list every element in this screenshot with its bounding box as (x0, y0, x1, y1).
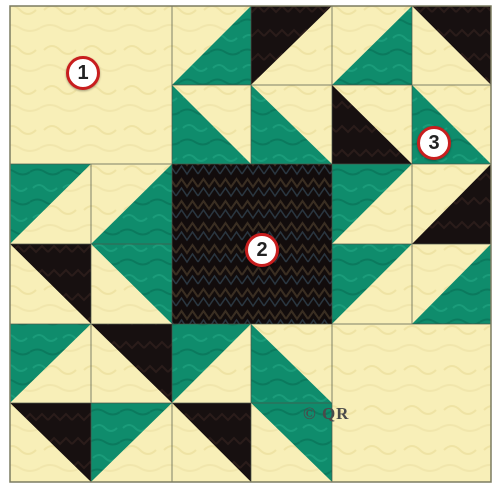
tri (10, 164, 91, 244)
tri (10, 324, 91, 403)
tri (172, 324, 251, 403)
tri (332, 85, 412, 164)
tri (251, 85, 332, 164)
watermark-text: © QR (303, 404, 350, 423)
badge-1: 1 (66, 56, 100, 90)
tri (332, 164, 412, 244)
tri (412, 164, 491, 244)
tri (91, 244, 172, 324)
tri (412, 244, 491, 324)
tri (412, 6, 491, 85)
tri (332, 6, 412, 85)
badge-3: 3 (417, 126, 451, 160)
tri (172, 403, 251, 482)
tri (251, 6, 332, 85)
tri (10, 403, 91, 482)
tri (91, 164, 172, 244)
tri (172, 85, 251, 164)
tri (10, 244, 91, 324)
block-cream-square-bottom-right (332, 324, 491, 482)
tri (91, 324, 172, 403)
tri (172, 6, 251, 85)
tri (251, 324, 332, 403)
badge-2: 2 (245, 233, 279, 267)
tri (91, 403, 172, 482)
tri (251, 403, 332, 482)
tri (332, 244, 412, 324)
